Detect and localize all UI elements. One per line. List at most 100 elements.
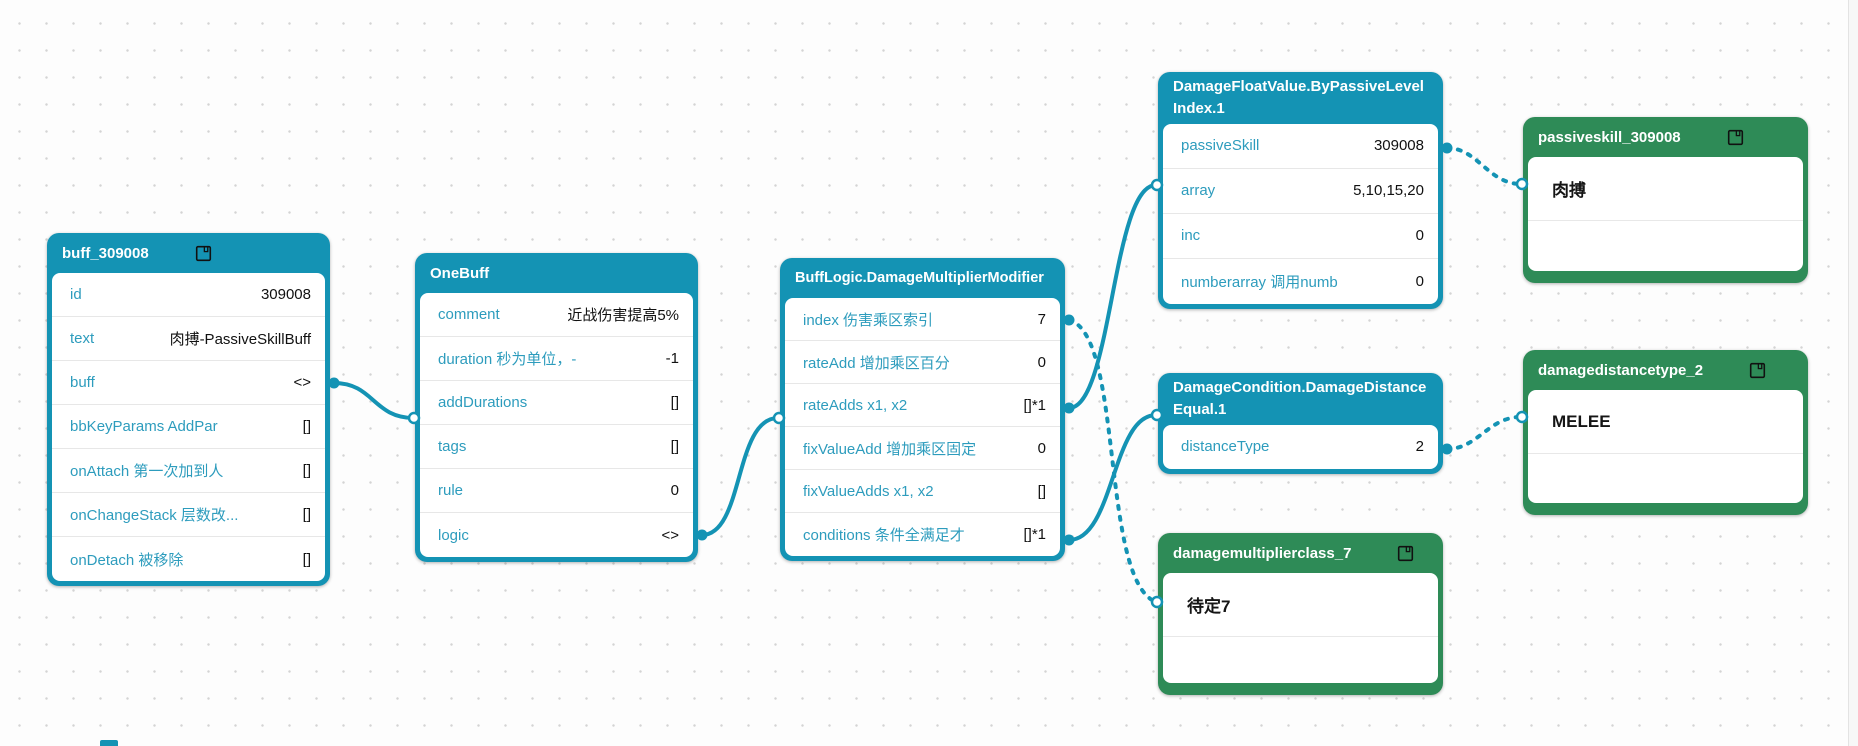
field-value: [] <box>302 550 311 568</box>
node-header[interactable]: damagedistancetype_2 <box>1528 350 1803 390</box>
edge-buff-to-onebuff <box>332 381 416 420</box>
node-damagedistancetype-2[interactable]: damagedistancetype_2 MELEE <box>1523 350 1808 515</box>
field-row[interactable]: onChangeStack 层数改...[] <box>52 493 325 537</box>
node-damagemultiplierclass-7[interactable]: damagemultiplierclass_7 待定7 <box>1158 533 1443 695</box>
field-value: 7 <box>1037 310 1046 328</box>
field-value: []*1 <box>1023 526 1046 543</box>
node-header[interactable]: buff_309008 <box>52 233 325 273</box>
field-value: <> <box>293 374 311 391</box>
node-header[interactable]: OneBuff <box>420 253 693 293</box>
field-row[interactable]: buff <> <box>52 361 325 405</box>
output-port-distancetype[interactable] <box>1441 443 1453 455</box>
field-label: numberarray 调用numb <box>1181 273 1338 291</box>
field-row[interactable]: logic<> <box>420 513 693 557</box>
node-damage-float-value[interactable]: DamageFloatValue.ByPassiveLevelIndex.1 p… <box>1158 72 1443 309</box>
field-row[interactable]: id 309008 <box>52 273 325 317</box>
field-row[interactable]: onDetach 被移除[] <box>52 537 325 581</box>
field-value: 309008 <box>260 286 311 303</box>
field-row[interactable]: duration 秒为单位，- -1 <box>420 337 693 381</box>
field-label: rateAdd 增加乘区百分 <box>803 354 950 372</box>
field-row[interactable]: fixValueAdds x1, x2[] <box>785 470 1060 513</box>
node-header[interactable]: passiveskill_309008 <box>1528 117 1803 157</box>
field-row[interactable]: conditions 条件全满足才[]*1 <box>785 513 1060 556</box>
node-title: DamageCondition.DamageDistanceEqual.1 <box>1173 379 1427 418</box>
output-port-buff[interactable] <box>328 377 340 389</box>
field-row[interactable]: index 伤害乘区索引 7 <box>785 298 1060 341</box>
node-title: DamageFloatValue.ByPassiveLevelIndex.1 <box>1173 78 1424 117</box>
vertical-scrollbar[interactable] <box>1848 0 1858 746</box>
field-value: [] <box>302 418 311 435</box>
field-label: addDurations <box>438 394 528 411</box>
field-row[interactable]: numberarray 调用numb 0 <box>1163 259 1438 304</box>
bookmark-icon <box>1727 129 1743 145</box>
field-label: index 伤害乘区索引 <box>803 311 934 329</box>
node-passiveskill-309008[interactable]: passiveskill_309008 肉搏 <box>1523 117 1808 283</box>
node-header[interactable]: DamageCondition.DamageDistanceEqual.1 <box>1163 373 1438 425</box>
node-title: buff_309008 <box>62 244 149 262</box>
node-damage-multiplier-modifier[interactable]: BuffLogic.DamageMultiplierModifier index… <box>780 258 1065 561</box>
node-body: 肉搏 <box>1528 157 1803 271</box>
field-label: tags <box>438 438 467 455</box>
node-title: OneBuff <box>430 264 490 282</box>
field-row[interactable]: inc 0 <box>1163 214 1438 259</box>
output-port-passiveskill[interactable] <box>1441 142 1453 154</box>
field-value: 0 <box>1037 439 1046 457</box>
field-row[interactable]: bbKeyParams AddPar [] <box>52 405 325 449</box>
node-header[interactable]: DamageFloatValue.ByPassiveLevelIndex.1 <box>1163 72 1438 124</box>
empty-section <box>1528 221 1803 271</box>
field-label: buff <box>70 374 95 391</box>
output-port-logic[interactable] <box>696 529 708 541</box>
clipped-node-fragment <box>100 740 118 746</box>
field-label: duration 秒为单位，- <box>438 351 577 368</box>
node-header[interactable]: damagemultiplierclass_7 <box>1163 533 1438 573</box>
node-header[interactable]: BuffLogic.DamageMultiplierModifier <box>785 258 1060 298</box>
field-value: -1 <box>665 350 679 367</box>
bookmark-icon <box>1749 362 1766 378</box>
field-row[interactable]: rateAdds x1, x2[]*1 <box>785 384 1060 427</box>
field-label: array <box>1181 182 1216 199</box>
field-row[interactable]: rule 0 <box>420 469 693 513</box>
output-port-rateadds[interactable] <box>1063 402 1075 414</box>
field-value: 0 <box>670 482 679 499</box>
enum-value-text[interactable]: MELEE <box>1528 390 1803 454</box>
field-value: 0 <box>1415 227 1424 244</box>
field-row[interactable]: tags [] <box>420 425 693 469</box>
field-label: distanceType <box>1181 438 1270 455</box>
field-row[interactable]: onAttach 第一次加到人[] <box>52 449 325 493</box>
field-label: id <box>70 286 82 303</box>
node-title: damagedistancetype_2 <box>1538 361 1704 379</box>
node-damage-condition[interactable]: DamageCondition.DamageDistanceEqual.1 di… <box>1158 373 1443 474</box>
output-port-conditions[interactable] <box>1063 534 1075 546</box>
field-value: [] <box>670 394 679 411</box>
bookmark-icon <box>195 245 211 261</box>
field-row[interactable]: addDurations [] <box>420 381 693 425</box>
field-value: 近战伤害提高5% <box>567 307 679 324</box>
enum-value-text[interactable]: 待定7 <box>1163 573 1438 637</box>
edge-rateadds-to-floatvalue <box>1067 183 1158 410</box>
empty-section <box>1528 454 1803 503</box>
node-title: BuffLogic.DamageMultiplierModifier <box>795 270 1044 286</box>
field-label: inc <box>1181 227 1201 244</box>
edge-passiveskill-ref <box>1445 146 1523 186</box>
field-value: 0 <box>1415 272 1424 290</box>
output-port-index[interactable] <box>1063 314 1075 326</box>
enum-value-text[interactable]: 肉搏 <box>1528 157 1803 221</box>
node-title: passiveskill_309008 <box>1538 128 1681 146</box>
field-label: rule <box>438 482 464 499</box>
field-value: [] <box>670 438 679 455</box>
field-label: logic <box>438 526 469 544</box>
field-label: bbKeyParams AddPar <box>70 418 218 435</box>
